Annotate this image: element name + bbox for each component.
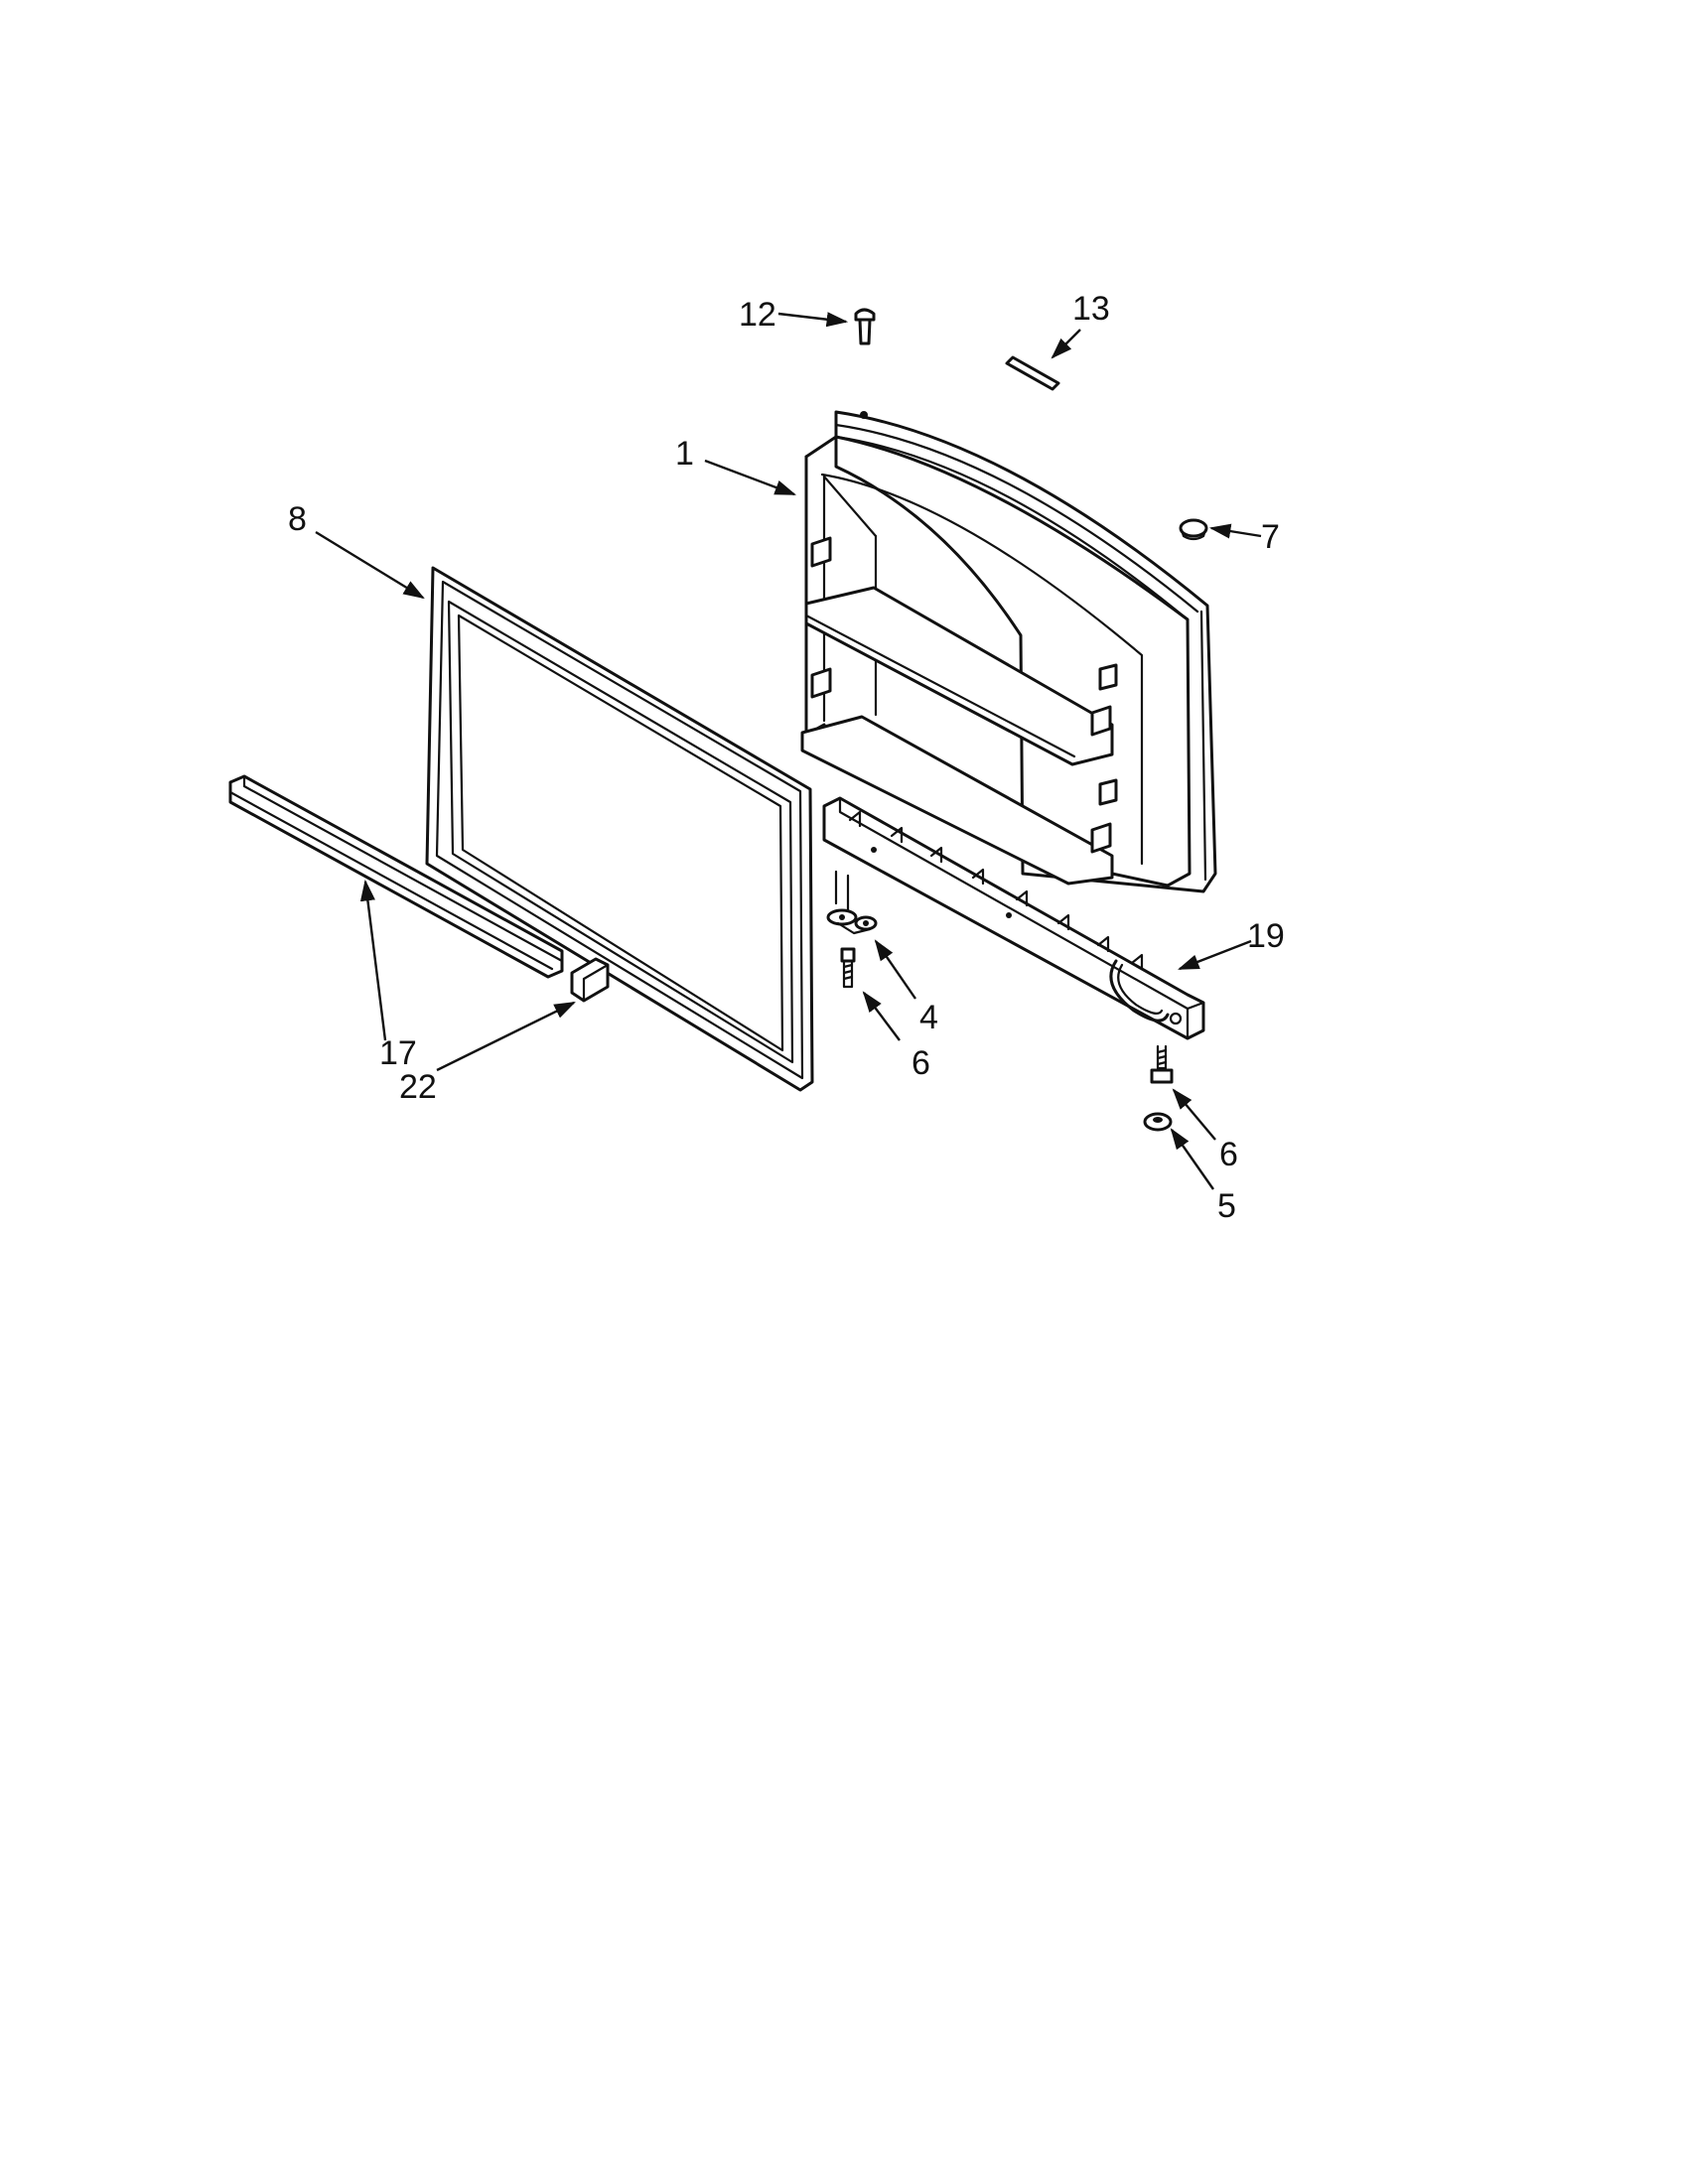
callout-7: 7	[1261, 518, 1280, 556]
callout-4: 4	[919, 999, 938, 1036]
door-handle-part	[822, 796, 1205, 1040]
callout-13: 13	[1072, 290, 1110, 328]
leader-5	[1170, 1128, 1214, 1190]
washer-5-part	[1143, 1112, 1173, 1132]
leader-13	[1051, 329, 1081, 359]
screw-12-part	[854, 308, 876, 345]
callout-17: 17	[379, 1034, 417, 1072]
callout-12: 12	[739, 296, 776, 334]
callout-8: 8	[288, 500, 307, 538]
leader-22	[436, 1001, 576, 1072]
leader-1	[704, 459, 797, 496]
callout-22: 22	[399, 1068, 437, 1106]
nameplate-13-part	[1005, 355, 1060, 391]
leader-17	[359, 879, 387, 1041]
hinge-bracket-part	[826, 870, 878, 935]
callout-numbers: 12 13 1 7 8 19 4 6 17 22 6 5	[288, 290, 1285, 1225]
callout-1: 1	[675, 435, 694, 473]
leader-4	[874, 939, 916, 1000]
callout-5: 5	[1217, 1187, 1236, 1225]
leader-6-right	[1172, 1088, 1216, 1141]
end-cap-part	[570, 957, 610, 1003]
leader-19	[1177, 939, 1252, 971]
door-gasket-part	[425, 566, 814, 1092]
callout-6-left: 6	[912, 1044, 930, 1082]
leader-6-left	[862, 991, 901, 1041]
screw-6-right-part	[1150, 1044, 1174, 1084]
callout-leaders	[315, 312, 1262, 1190]
door-liner-part	[800, 410, 1217, 893]
leader-7	[1208, 523, 1262, 539]
callout-19: 19	[1247, 917, 1285, 955]
plug-button-7-part	[1179, 518, 1208, 541]
handle-trim-part	[228, 774, 564, 979]
leader-12	[777, 312, 849, 328]
leader-8	[315, 530, 425, 600]
screw-6-left-part	[840, 947, 856, 989]
callout-6-right: 6	[1219, 1136, 1238, 1173]
